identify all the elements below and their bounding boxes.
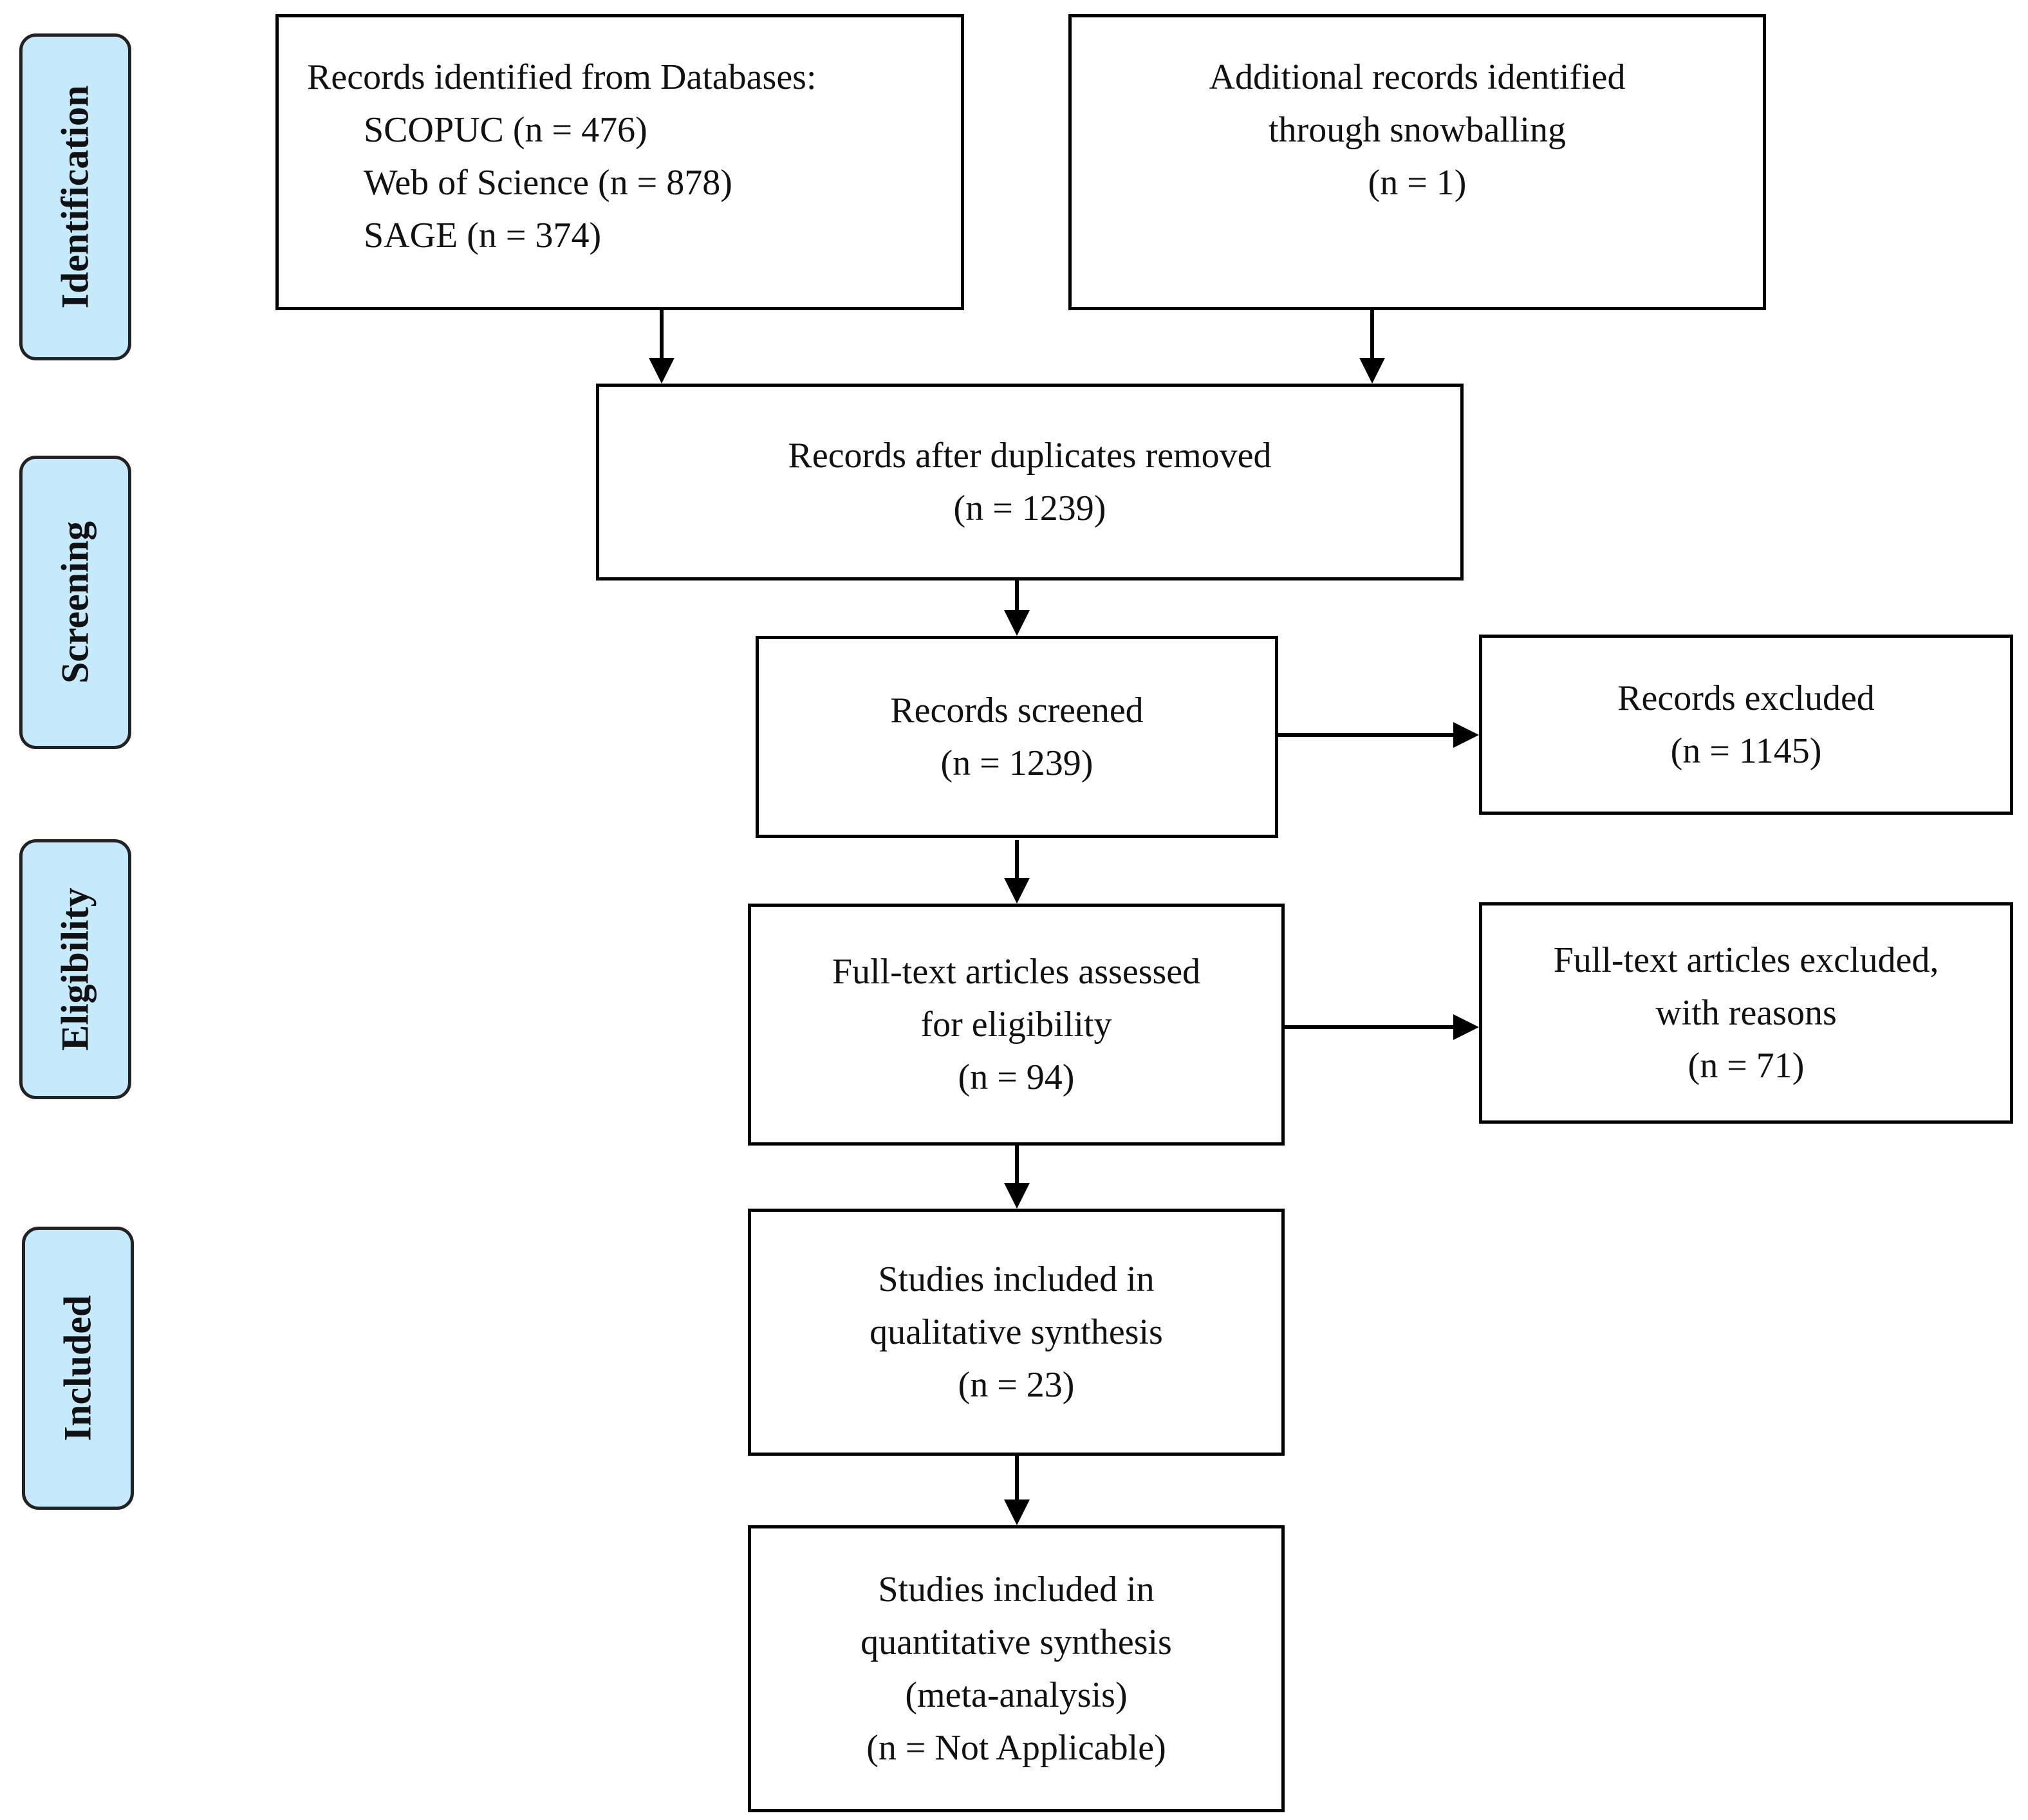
box-line: quantitative synthesis	[861, 1622, 1172, 1662]
arrowhead	[1453, 1014, 1479, 1040]
stage-label-screening: Screening	[19, 456, 131, 749]
box-line: Full-text articles assessed	[832, 952, 1201, 992]
box-records-excluded: Records excluded (n = 1145)	[1479, 635, 2013, 815]
box-qualitative-synthesis: Studies included in qualitative synthesi…	[748, 1209, 1285, 1456]
box-records-from-databases: Records identified from Databases: SCOPU…	[275, 14, 964, 310]
box-count: (n = 23)	[958, 1365, 1075, 1405]
box-count: (n = 1)	[1368, 163, 1467, 203]
box-line: (meta-analysis)	[905, 1675, 1128, 1715]
box-additional-records-snowballing: Additional records identified through sn…	[1068, 14, 1766, 310]
box-line: with reasons	[1655, 993, 1837, 1033]
box-count: (n = 1239)	[953, 488, 1106, 528]
stage-label-identification: Identification	[19, 33, 131, 360]
box-count: (n = 71)	[1688, 1046, 1805, 1086]
box-fulltext-assessed: Full-text articles assessed for eligibil…	[748, 904, 1285, 1146]
box-line: Records screened	[890, 691, 1144, 730]
box-line: Records excluded	[1617, 678, 1875, 718]
box-count: (n = 1239)	[940, 743, 1093, 783]
database-scopus-count: SCOPUC (n = 476)	[364, 110, 647, 150]
stage-label-text: Screening	[53, 521, 97, 684]
box-line: Records after duplicates removed	[788, 436, 1272, 476]
box-title: Records identified from Databases:	[307, 57, 817, 97]
box-count: (n = Not Applicable)	[866, 1728, 1166, 1768]
box-records-screened: Records screened (n = 1239)	[756, 636, 1278, 838]
box-count: (n = 1145)	[1670, 731, 1822, 771]
database-web-of-science-count: Web of Science (n = 878)	[364, 163, 732, 203]
stage-label-text: Eligibility	[53, 887, 97, 1051]
box-fulltext-excluded: Full-text articles excluded, with reason…	[1479, 902, 2013, 1124]
stage-label-text: Identification	[53, 85, 97, 309]
stage-label-eligibility: Eligibility	[19, 839, 131, 1099]
arrowhead	[1004, 878, 1030, 904]
stage-label-text: Included	[56, 1295, 99, 1442]
box-count: (n = 94)	[958, 1057, 1075, 1097]
arrowhead	[1453, 722, 1479, 748]
arrowhead	[649, 358, 674, 384]
box-line: Studies included in	[878, 1570, 1155, 1610]
arrowhead	[1004, 610, 1030, 636]
arrowhead	[1359, 358, 1385, 384]
box-records-after-duplicates: Records after duplicates removed (n = 12…	[596, 384, 1464, 580]
box-line: Additional records identified	[1209, 57, 1626, 97]
box-line: Studies included in	[878, 1259, 1155, 1299]
box-quantitative-synthesis: Studies included in quantitative synthes…	[748, 1525, 1285, 1812]
stage-label-included: Included	[22, 1227, 134, 1510]
arrowhead	[1004, 1500, 1030, 1525]
box-line: through snowballing	[1269, 110, 1566, 150]
box-line: for eligibility	[920, 1005, 1112, 1045]
database-sage-count: SAGE (n = 374)	[364, 216, 602, 255]
box-line: qualitative synthesis	[870, 1312, 1163, 1352]
box-line: Full-text articles excluded,	[1553, 940, 1939, 980]
arrowhead	[1004, 1183, 1030, 1209]
